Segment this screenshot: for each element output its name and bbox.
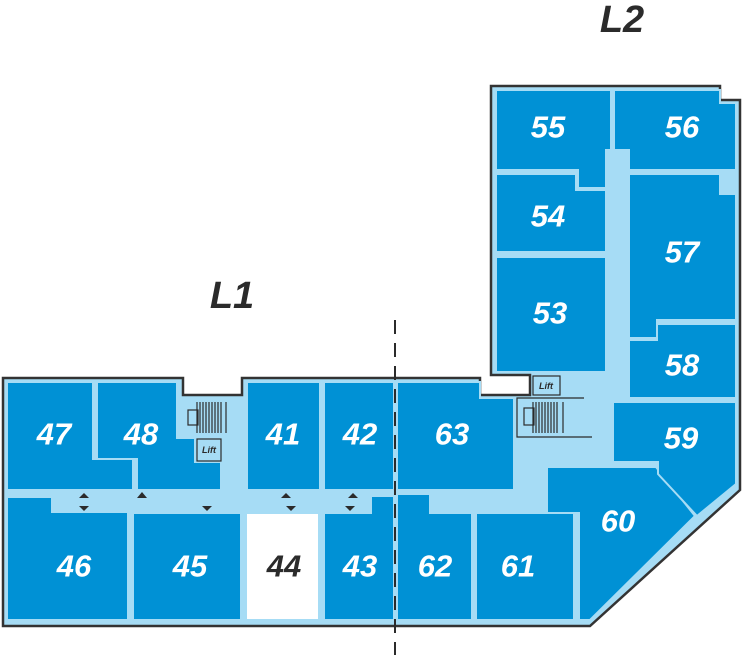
room-58[interactable]: 58	[628, 323, 737, 399]
lift-label: Lift	[202, 445, 217, 455]
lift-icon[interactable]: Lift	[532, 375, 561, 396]
room-label: 54	[531, 199, 565, 234]
arrow-up-icon	[348, 493, 358, 498]
room-label: 47	[36, 417, 73, 452]
room-48[interactable]: 48	[96, 381, 222, 491]
room-46[interactable]: 46	[6, 496, 129, 621]
room-label: 44	[266, 549, 301, 584]
room-label: 63	[435, 417, 469, 452]
arrow-up-icon	[281, 493, 291, 498]
room-53[interactable]: 53	[495, 256, 607, 373]
room-label: 58	[665, 348, 700, 383]
room-label: 53	[533, 296, 567, 331]
stairs-icon	[187, 402, 227, 433]
room-57[interactable]: 57	[628, 173, 737, 339]
corridor-arrows	[79, 492, 358, 511]
room-label: 48	[123, 417, 159, 452]
room-44[interactable]: 44	[245, 512, 320, 621]
room-label: 55	[531, 110, 566, 145]
arrow-up-icon	[79, 493, 89, 498]
lift-label: Lift	[539, 381, 554, 391]
room-47[interactable]: 47	[6, 381, 134, 491]
room-label: 62	[418, 549, 452, 584]
arrow-down-icon	[202, 506, 212, 511]
level-label-l1: L1	[210, 275, 254, 317]
room-label: 46	[56, 549, 92, 584]
room-63[interactable]: 63	[396, 381, 515, 491]
room-label: 41	[265, 417, 300, 452]
stairs-icon	[516, 397, 592, 438]
room-45[interactable]: 45	[132, 512, 242, 621]
room-label: 60	[601, 504, 635, 539]
room-label: 56	[665, 110, 700, 145]
room-60[interactable]: 60	[546, 466, 697, 621]
room-label: 42	[342, 417, 377, 452]
room-label: 43	[342, 549, 377, 584]
room-label: 61	[501, 549, 535, 584]
arrow-down-icon	[286, 506, 296, 511]
room-55[interactable]: 55	[495, 89, 612, 189]
room-59[interactable]: 59	[612, 401, 737, 518]
arrow-down-icon	[345, 506, 355, 511]
room-41[interactable]: 41	[246, 381, 321, 491]
room-42[interactable]: 42	[323, 381, 395, 491]
level-label-l2: L2	[600, 0, 644, 41]
room-43[interactable]: 43	[323, 495, 395, 621]
room-label: 45	[172, 549, 208, 584]
room-62[interactable]: 62	[396, 493, 473, 621]
arrow-down-icon	[79, 506, 89, 511]
room-61[interactable]: 61	[475, 512, 575, 621]
lift-icon[interactable]: Lift	[196, 438, 222, 462]
room-56[interactable]: 56	[613, 89, 737, 171]
arrow-up-icon	[137, 492, 147, 498]
room-54[interactable]: 54	[495, 173, 607, 253]
room-label: 59	[664, 421, 699, 456]
room-label: 57	[665, 235, 701, 270]
